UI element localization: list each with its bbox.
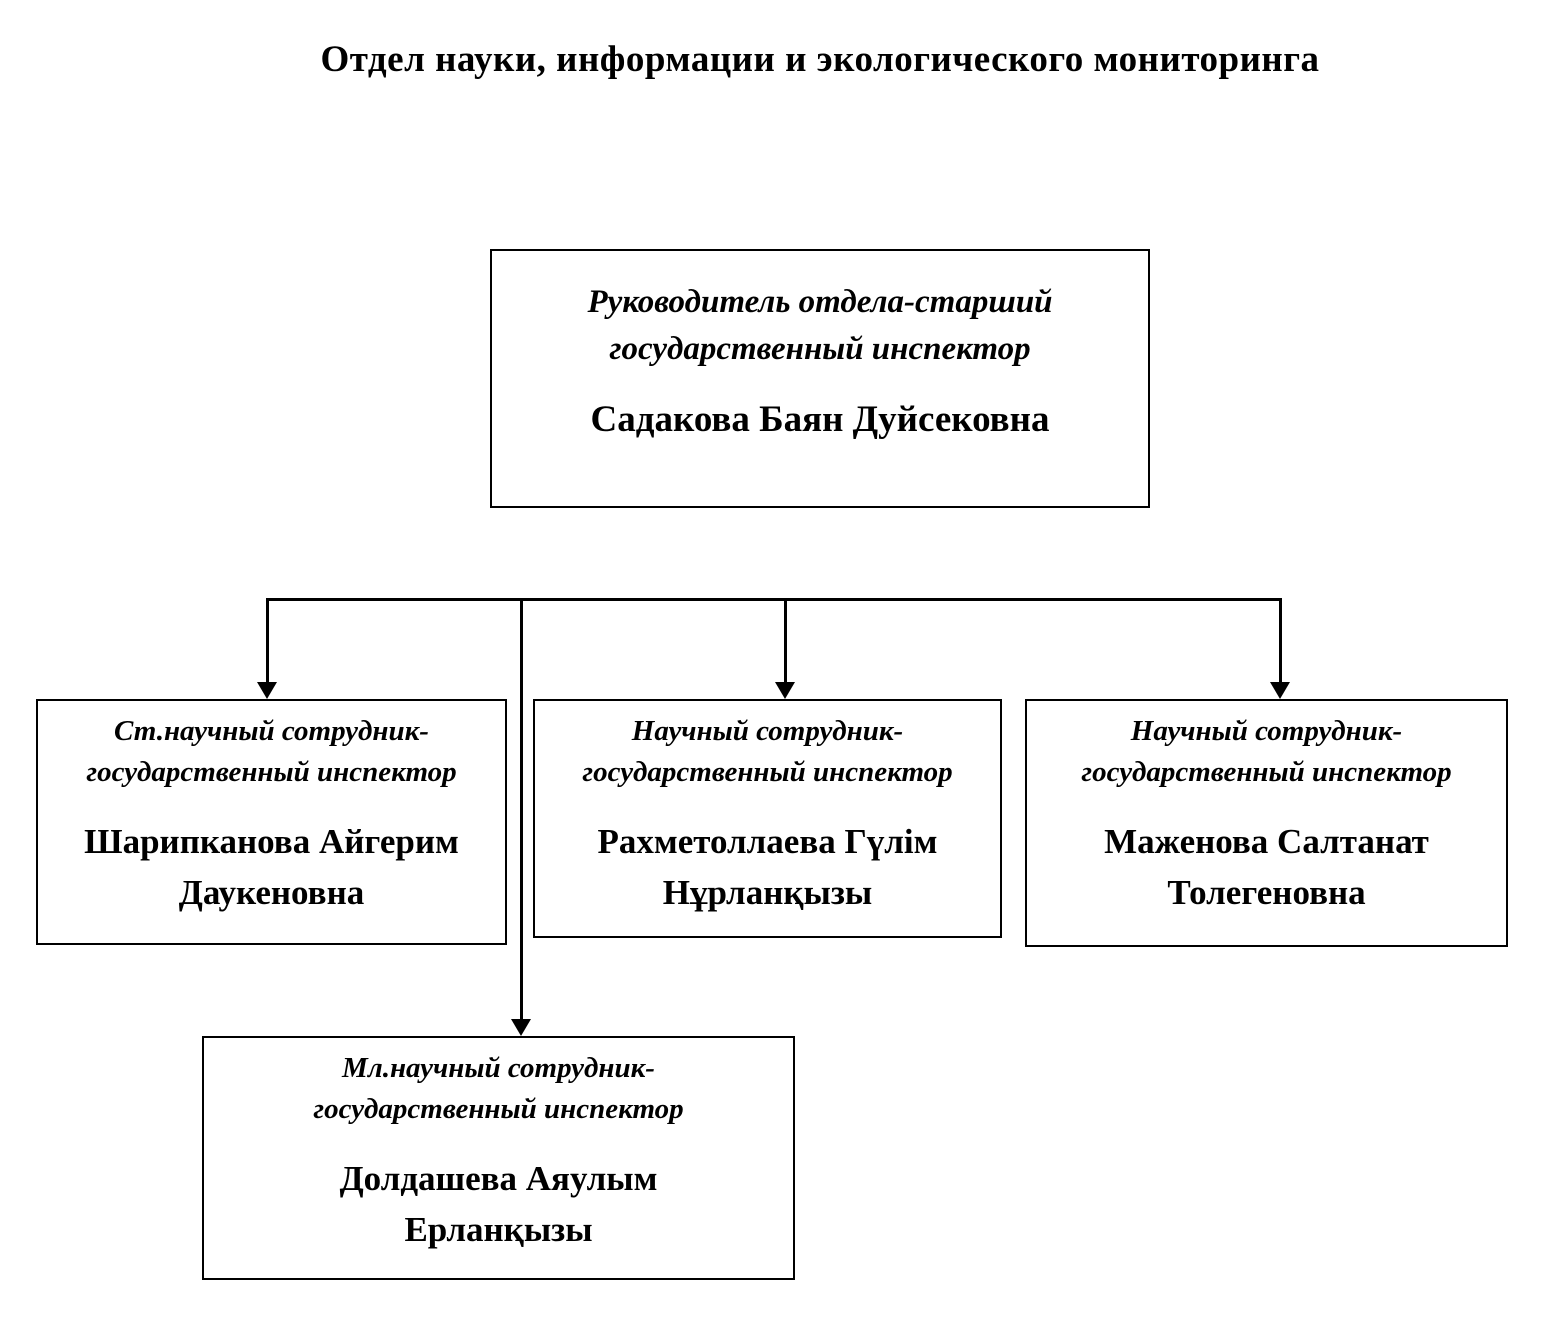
connector-arrow-researcher1-line xyxy=(784,598,787,682)
person-name: Долдашева Аяулым Ерланқызы xyxy=(204,1154,793,1256)
role-label: Научный сотрудник- государственный инспе… xyxy=(535,711,1000,793)
name-line: Долдашева Аяулым xyxy=(339,1159,658,1199)
name-line: Нұрланқызы xyxy=(662,873,873,913)
connector-arrow-senior-line xyxy=(266,598,269,682)
node-researcher-2: Научный сотрудник- государственный инспе… xyxy=(1025,699,1508,947)
arrowhead-junior xyxy=(511,1019,531,1036)
role-line: Ст.научный сотрудник- xyxy=(114,715,429,747)
node-junior-researcher: Мл.научный сотрудник- государственный ин… xyxy=(202,1036,795,1280)
role-line: государственный инспектор xyxy=(582,756,953,789)
person-name: Рахметоллаева Гүлім Нұрланқызы xyxy=(535,817,1000,919)
role-line: Научный сотрудник- xyxy=(631,715,904,747)
role-line: государственный инспектор xyxy=(313,1093,684,1126)
connector-arrow-researcher2-line xyxy=(1279,598,1282,682)
name-line: Толегеновна xyxy=(1167,873,1366,913)
role-label: Ст.научный сотрудник- государственный ин… xyxy=(38,711,505,793)
role-line: государственный инспектор xyxy=(609,330,1031,367)
arrowhead-researcher2 xyxy=(1270,682,1290,699)
role-label: Руководитель отдела-старший государствен… xyxy=(492,279,1148,373)
name-line: Шарипканова Айгерим xyxy=(84,822,459,862)
connector-arrow-junior-line xyxy=(520,598,523,1019)
role-line: Научный сотрудник- xyxy=(1130,715,1403,747)
person-name: Шарипканова Айгерим Даукеновна xyxy=(38,817,505,919)
role-line: Мл.научный сотрудник- xyxy=(342,1052,655,1084)
node-head-of-department: Руководитель отдела-старший государствен… xyxy=(490,249,1150,508)
node-researcher-1: Научный сотрудник- государственный инспе… xyxy=(533,699,1002,938)
chart-title: Отдел науки, информации и экологического… xyxy=(320,39,1320,80)
name-line: Ерланқызы xyxy=(404,1210,593,1250)
role-label: Мл.научный сотрудник- государственный ин… xyxy=(204,1048,793,1130)
role-line: государственный инспектор xyxy=(86,756,457,789)
role-line: Руководитель отдела-старший xyxy=(587,284,1053,320)
node-senior-researcher: Ст.научный сотрудник- государственный ин… xyxy=(36,699,507,945)
name-line: Рахметоллаева Гүлім xyxy=(597,822,938,862)
role-line: государственный инспектор xyxy=(1081,756,1452,789)
connector-horizontal-line xyxy=(267,598,1281,601)
person-name: Садакова Баян Дуйсековна xyxy=(590,398,1050,440)
name-line: Даукеновна xyxy=(178,873,365,913)
arrowhead-senior xyxy=(257,682,277,699)
role-label: Научный сотрудник- государственный инспе… xyxy=(1027,711,1506,793)
person-name: Маженова Салтанат Толегеновна xyxy=(1027,817,1506,919)
arrowhead-researcher1 xyxy=(775,682,795,699)
name-line: Маженова Салтанат xyxy=(1104,822,1429,862)
